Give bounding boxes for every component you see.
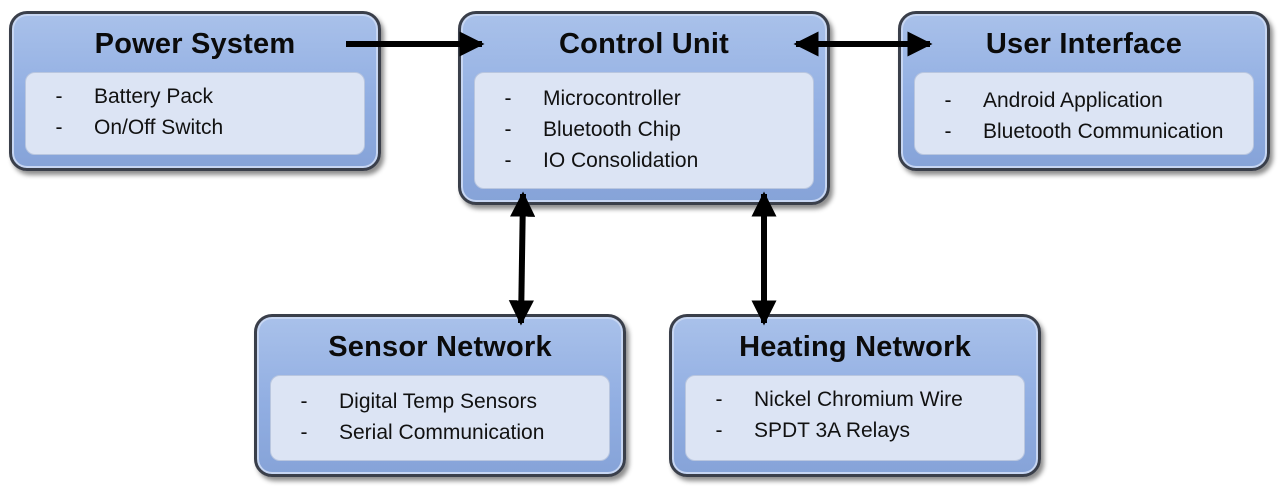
- list-item: - Microcontroller: [475, 83, 813, 114]
- list-item: - Bluetooth Chip: [475, 114, 813, 145]
- list-item: - On/Off Switch: [26, 112, 364, 143]
- item-label: Serial Communication: [339, 420, 545, 444]
- bullet-dash: -: [300, 389, 308, 413]
- list-item: - Bluetooth Communication: [915, 116, 1253, 147]
- control-unit-items: - Microcontroller - Bluetooth Chip - IO Con…: [474, 72, 814, 189]
- item-label: IO Consolidation: [543, 148, 699, 172]
- heating-network-title: Heating Network: [739, 331, 971, 363]
- user-interface-block: User Interface - Android Application - Blu…: [898, 11, 1270, 171]
- bullet-dash: -: [715, 418, 723, 442]
- sensor-network-items: - Digital Temp Sensors - Serial Communicat…: [270, 375, 610, 461]
- bullet-dash: -: [715, 387, 723, 411]
- item-label: On/Off Switch: [94, 115, 224, 139]
- bullet-dash: -: [944, 88, 952, 112]
- sensor-network-title: Sensor Network: [328, 331, 552, 363]
- list-item: - Battery Pack: [26, 81, 364, 112]
- control-unit-block: Control Unit - Microcontroller - Bluetooth…: [458, 11, 830, 205]
- heating-network-block: Heating Network - Nickel Chromium Wire - S…: [669, 314, 1041, 477]
- power-system-title: Power System: [94, 28, 296, 60]
- list-item: - Digital Temp Sensors: [271, 386, 609, 417]
- bullet-dash: -: [504, 148, 512, 172]
- user-interface-items: - Android Application - Bluetooth Communic…: [914, 72, 1254, 155]
- bullet-dash: -: [504, 86, 512, 110]
- item-label: Bluetooth Communication: [983, 119, 1224, 143]
- power-system-items: - Battery Pack - On/Off Switch: [25, 72, 365, 155]
- item-label: SPDT 3A Relays: [754, 418, 911, 442]
- list-item: - Android Application: [915, 85, 1253, 116]
- list-item: - Serial Communication: [271, 417, 609, 448]
- heating-network-items: - Nickel Chromium Wire - SPDT 3A Relays: [685, 375, 1025, 461]
- arrow-control-sensor: [508, 191, 536, 326]
- list-item: - IO Consolidation: [475, 145, 813, 176]
- item-label: Digital Temp Sensors: [339, 389, 538, 413]
- control-unit-title: Control Unit: [559, 28, 729, 60]
- list-item: - Nickel Chromium Wire: [686, 384, 1024, 415]
- list-item: - SPDT 3A Relays: [686, 415, 1024, 446]
- user-interface-title: User Interface: [985, 28, 1183, 60]
- bullet-dash: -: [55, 115, 63, 139]
- item-label: Nickel Chromium Wire: [754, 387, 963, 411]
- bullet-dash: -: [944, 119, 952, 143]
- sensor-network-block: Sensor Network - Digital Temp Sensors - Se…: [254, 314, 626, 477]
- bullet-dash: -: [504, 117, 512, 141]
- bullet-dash: -: [300, 420, 308, 444]
- item-label: Bluetooth Chip: [543, 117, 681, 141]
- power-system-block: Power System - Battery Pack - On/Off Switc…: [9, 11, 381, 171]
- bullet-dash: -: [55, 84, 63, 108]
- item-label: Android Application: [983, 88, 1163, 112]
- item-label: Battery Pack: [94, 84, 214, 108]
- item-label: Microcontroller: [543, 86, 681, 110]
